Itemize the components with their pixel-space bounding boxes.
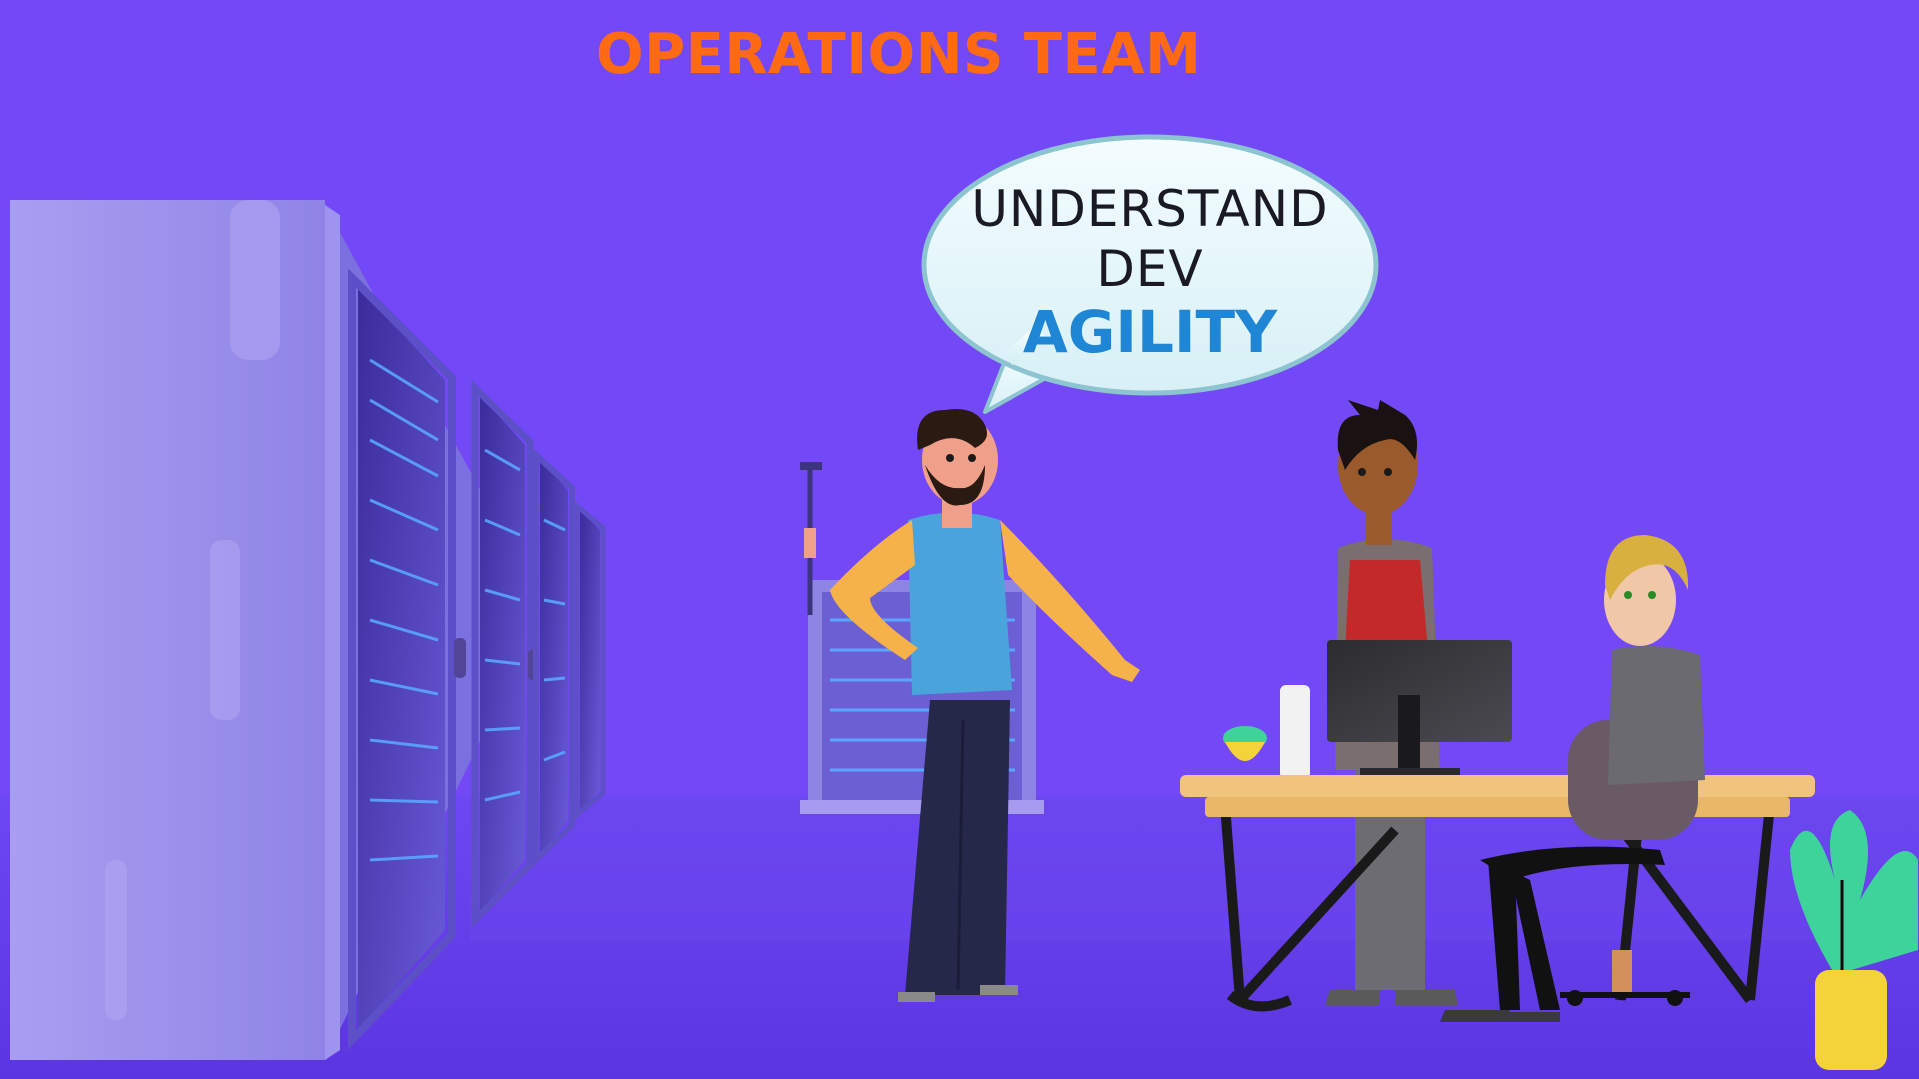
floor-band [470, 800, 1919, 940]
bubble-line-agility: AGILITY [1022, 298, 1278, 366]
person-icon [830, 409, 1140, 1002]
speech-bubble [921, 134, 1379, 414]
bottle [1280, 685, 1310, 779]
person-icon [1440, 535, 1705, 1022]
bubble-line-dev: DEV [1096, 240, 1204, 298]
plant-pot [1223, 726, 1267, 761]
plant-icon [1790, 810, 1918, 1070]
bubble-line-understand: UNDERSTAND [971, 180, 1329, 238]
monitor-icon [1327, 640, 1512, 776]
page-title: OPERATIONS TEAM [596, 22, 1202, 87]
server-rack-icon [10, 200, 606, 1060]
